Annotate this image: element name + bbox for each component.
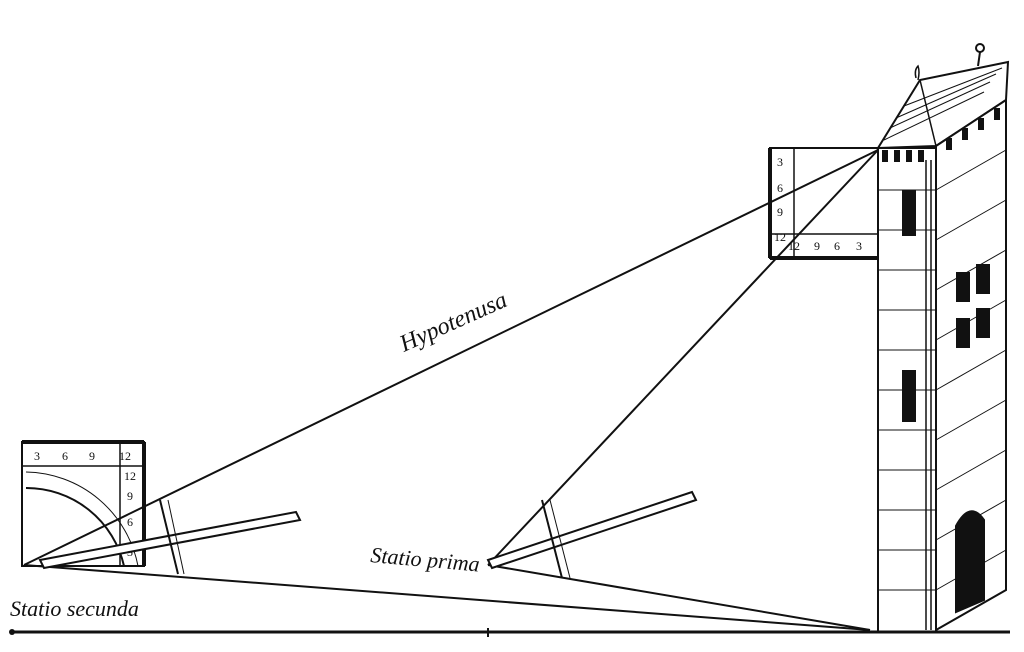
far-bottom-scale-12: 12 (788, 239, 800, 253)
near-top-scale-3: 3 (34, 449, 40, 463)
tower-window-5 (956, 318, 970, 348)
tower-door (955, 510, 985, 614)
far-quadrant-square: 3 6 9 12 12 9 6 3 (768, 147, 879, 260)
tower-window-4 (976, 264, 990, 294)
tower (876, 43, 1010, 633)
near-top-scale-9: 9 (89, 449, 95, 463)
first-sighting-staff (486, 490, 698, 579)
tower-window-6 (976, 308, 990, 338)
first-station-line (487, 149, 879, 566)
near-sighting-staff (38, 499, 302, 575)
far-bottom-scale-9: 9 (814, 239, 820, 253)
near-side-scale-6: 6 (127, 515, 133, 529)
near-side-scale-9: 9 (127, 489, 133, 503)
hypotenuse-label: Hypotenusa (395, 287, 511, 358)
tower-window-2 (902, 370, 916, 422)
near-top-scale-6: 6 (62, 449, 68, 463)
hypotenuse-line (23, 149, 879, 566)
second-station-baseline (23, 564, 871, 631)
near-top-scale-12: 12 (119, 449, 131, 463)
far-bottom-scale-6: 6 (834, 239, 840, 253)
far-side-scale-3: 3 (777, 155, 783, 169)
near-side-scale-12: 12 (124, 469, 136, 483)
tower-window-3 (956, 272, 970, 302)
tower-window-1 (902, 190, 916, 236)
far-bottom-scale-3: 3 (856, 239, 862, 253)
far-side-scale-9: 9 (777, 205, 783, 219)
far-side-scale-12: 12 (774, 230, 786, 244)
ground-line (9, 628, 1010, 637)
first-station-baseline (487, 564, 871, 631)
first-station-label: Statio prima (370, 542, 481, 576)
far-side-scale-6: 6 (777, 181, 783, 195)
second-station-label: Statio secunda (10, 596, 139, 621)
sight-lines (23, 149, 879, 631)
